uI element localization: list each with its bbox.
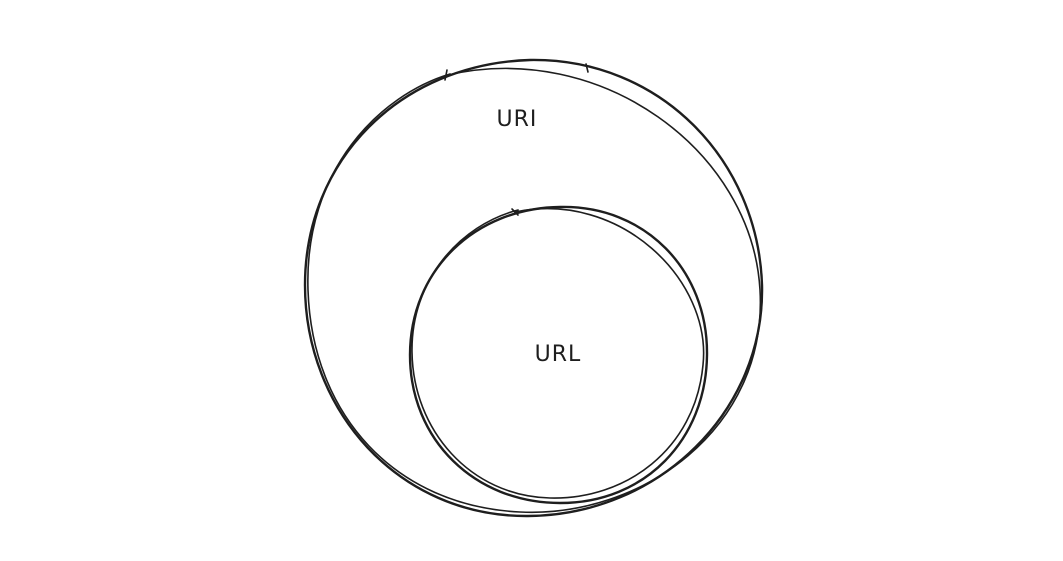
url-circle [408,205,709,505]
url-label: URL [535,342,582,367]
uri-label: URI [497,107,538,132]
uri-circle [303,58,764,518]
